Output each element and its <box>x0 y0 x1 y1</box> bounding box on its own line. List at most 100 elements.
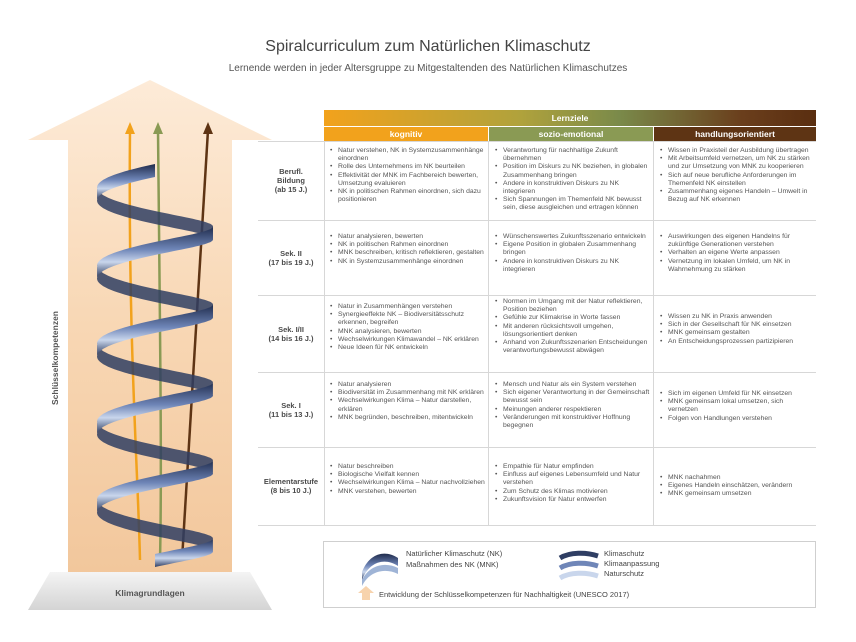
row-label-sek2: Sek. II (17 bis 19 J.) <box>258 220 324 295</box>
goal-item: Sich eigener Verantwortung in der Gemein… <box>495 389 650 405</box>
grid-line <box>258 525 816 526</box>
climate-basics-base <box>28 572 272 610</box>
goal-item: Verantwortung für nachhaltige Zukunft üb… <box>495 147 650 163</box>
grid-line <box>258 141 816 142</box>
goal-item: Andere in konstruktiven Diskurs zu NK in… <box>495 258 650 274</box>
goal-item: Biologische Vielfalt kennen <box>330 471 485 479</box>
goal-item: Veränderungen mit konstruktiver Hoffnung… <box>495 414 650 430</box>
row-label-sek1: Sek. I (11 bis 13 J.) <box>258 372 324 447</box>
goal-item: Sich im eigenen Umfeld für NK einsetzen <box>660 390 813 398</box>
row-label-line: (11 bis 13 J.) <box>268 409 314 419</box>
development-arrow-head <box>203 122 213 134</box>
goal-item: Verhalten an eigene Werte anpassen <box>660 249 813 257</box>
legend-ribbon-icon <box>362 564 398 586</box>
cell-elementary-socio: Empathie für Natur empfindenEinfluss auf… <box>489 463 653 504</box>
row-label-line: Bildung <box>277 176 305 185</box>
cell-sek1-socio: Mensch und Natur als ein System verstehe… <box>489 381 653 430</box>
goal-item: NK in politischen Rahmen einordnen, sich… <box>330 188 485 204</box>
goal-item: MNK gemeinsam gestalten <box>660 329 813 337</box>
legend: Natürlicher Klimaschutz (NK) Maßnahmen d… <box>323 541 816 608</box>
goal-item: Wissen in Praxisteil der Ausbildung über… <box>660 147 813 155</box>
goal-item: Gefühle zur Klimakrise in Worte fassen <box>495 314 650 322</box>
cell-sek1-2-action: Wissen zu NK in Praxis anwendenSich in d… <box>654 313 816 346</box>
cell-sek1-2-socio: Normen im Umgang mit der Natur reflektie… <box>489 298 653 355</box>
legend-nature-conservation: Naturschutz <box>604 569 645 578</box>
goal-item: Wechselwirkungen Klima – Natur darstelle… <box>330 397 485 413</box>
learning-goals-header: Lernziele <box>324 110 816 126</box>
spiral-front <box>97 164 213 567</box>
goal-item: Sich Spannungen im Themenfeld NK bewusst… <box>495 196 650 212</box>
goal-item: Zum Schutz des Klimas motivieren <box>495 488 650 496</box>
row-label-line: Sek. I <box>281 400 301 410</box>
goal-item: Wünschenswertes Zukunftsszenario entwick… <box>495 233 650 241</box>
legend-mnk: Maßnahmen des NK (MNK) <box>406 560 499 569</box>
legend-line-swatch <box>558 560 599 571</box>
row-label-sek1-2: Sek. I/II (14 bis 16 J.) <box>258 295 324 372</box>
goal-item: Natur in Zusammenhängen verstehen <box>330 303 485 311</box>
row-label-elementary: Elementarstufe (8 bis 10 J.) <box>258 447 324 525</box>
cell-sek1-2-cognitive: Natur in Zusammenhängen verstehenSynergi… <box>324 303 488 352</box>
spiral-ribbon-segment <box>97 304 213 356</box>
goal-item: MNK nachahmen <box>660 474 813 482</box>
legend-swatches <box>358 550 599 600</box>
goal-item: Rolle des Unternehmens im NK beurteilen <box>330 163 485 171</box>
grid-line <box>653 141 654 525</box>
goal-item: Auswirkungen des eigenen Handelns für zu… <box>660 233 813 249</box>
goal-item: An Entscheidungsprozessen partizipieren <box>660 338 813 346</box>
goal-item: MNK verstehen, bewerten <box>330 488 485 496</box>
goal-item: Einfluss auf eigenes Lebensumfeld und Na… <box>495 471 650 487</box>
page-subtitle: Lernende werden in jeder Altersgruppe zu… <box>228 63 628 74</box>
goal-item: MNK analysieren, bewerten <box>330 328 485 336</box>
goal-item: Mit Arbeitsumfeld vernetzen, um NK zu st… <box>660 155 813 171</box>
spiral-back <box>97 186 213 551</box>
goal-item: Mensch und Natur als ein System verstehe… <box>495 381 650 389</box>
development-arrow-head <box>125 122 135 134</box>
row-label-line: Elementarstufe <box>263 477 319 486</box>
goal-item: Meinungen anderer respektieren <box>495 406 650 414</box>
goal-item: Normen im Umgang mit der Natur reflektie… <box>495 298 650 314</box>
column-header-action-oriented: handlungsorientiert <box>654 127 816 141</box>
goal-item: Wechselwirkungen Klimawandel – NK erklär… <box>330 336 485 344</box>
spiral-ribbon-segment <box>155 537 213 567</box>
goal-item: Eigene Position in globalen Zusammenhang… <box>495 241 650 257</box>
row-label-line: (17 bis 19 J.) <box>268 257 314 267</box>
development-arrow-head <box>153 122 163 134</box>
spiral-ribbon-segment <box>97 164 155 200</box>
spiral-ribbon-segment <box>97 498 213 551</box>
legend-line-swatch <box>558 550 599 561</box>
goal-item: MNK beschreiben, kritisch reflektieren, … <box>330 249 485 257</box>
goal-item: Effektivität der MNK im Fachbereich bewe… <box>330 172 485 188</box>
cell-sek1-action: Sich im eigenen Umfeld für NK einsetzenM… <box>654 390 816 423</box>
development-arrow-line <box>156 129 163 561</box>
goal-item: Natur verstehen, NK in Systemzusammenhän… <box>330 147 485 163</box>
cell-vocational-socio: Verantwortung für nachhaltige Zukunft üb… <box>489 147 653 213</box>
goal-item: Natur analysieren, bewerten <box>330 233 485 241</box>
goal-item: Biodiversität im Zusammenhang mit NK erk… <box>330 389 485 397</box>
spiral-ribbon-segment <box>97 459 213 512</box>
spiral-ribbon-segment <box>97 381 213 434</box>
goal-item: Wechselwirkungen Klima – Natur nachvollz… <box>330 479 485 487</box>
goal-item: MNK gemeinsam lokal umsetzen, sich verne… <box>660 398 813 414</box>
row-label-vocational: Berufl. Bildung (ab 15 J.) <box>258 141 324 220</box>
row-label-line: (14 bis 16 J.) <box>268 333 314 343</box>
goal-item: Vernetzung im lokalen Umfeld, um NK in W… <box>660 258 813 274</box>
page-title: Spiralcurriculum zum Natürlichen Klimasc… <box>265 38 591 55</box>
spiral-ribbon-segment <box>97 186 213 240</box>
goal-item: Sich in der Gesellschaft für NK einsetze… <box>660 321 813 329</box>
cell-elementary-action: MNK nachahmenEigenes Handeln einschätzen… <box>654 474 816 499</box>
cell-sek2-socio: Wünschenswertes Zukunftsszenario entwick… <box>489 233 653 274</box>
goal-item: Wissen zu NK in Praxis anwenden <box>660 313 813 321</box>
goal-item: Anhand von Zukunftsszenarien Entscheidun… <box>495 339 650 355</box>
goal-item: Empathie für Natur empfinden <box>495 463 650 471</box>
cell-elementary-cognitive: Natur beschreibenBiologische Vielfalt ke… <box>324 463 488 496</box>
grid-line <box>488 141 489 525</box>
goal-item: Zukunftsvision für Natur entwerfen <box>495 496 650 504</box>
climate-basics-label: Klimagrundlagen <box>115 588 185 598</box>
grid-line <box>258 447 816 448</box>
grid-line <box>258 372 816 373</box>
goal-item: Folgen von Handlungen verstehen <box>660 415 813 423</box>
goal-item: Neue Ideen für NK entwickeln <box>330 344 485 352</box>
spiral-ribbon-segment <box>97 264 213 318</box>
goal-item: Eigenes Handeln einschätzen, verändern <box>660 482 813 490</box>
row-label-line: (8 bis 10 J.) <box>270 486 312 495</box>
